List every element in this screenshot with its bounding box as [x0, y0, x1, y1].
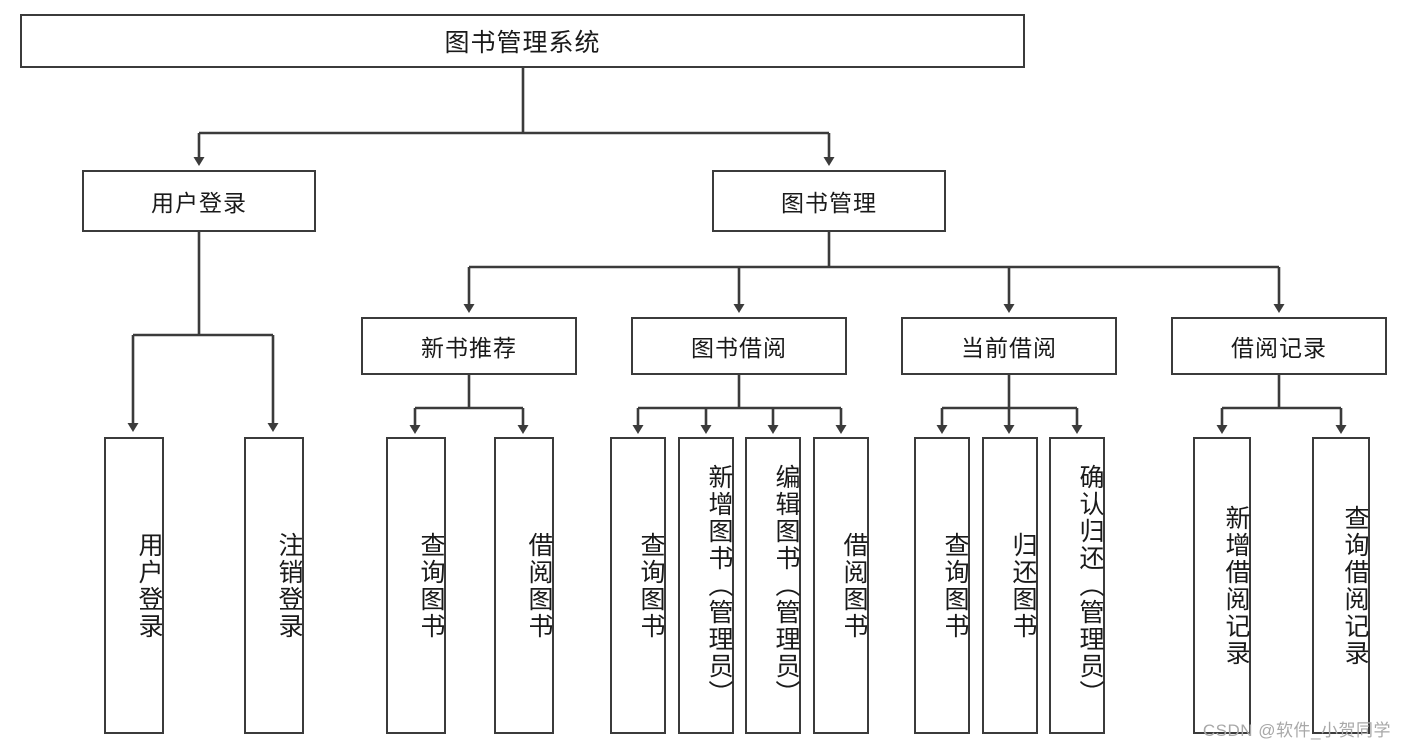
node-current-borrow[interactable]: 当前借阅 — [901, 317, 1117, 375]
leaf-label: 查询借阅记录 — [1341, 504, 1369, 667]
node-borrow-record[interactable]: 借阅记录 — [1171, 317, 1387, 375]
leaf-book-borrow-add-book-admin[interactable]: 新增图书（管理员） — [678, 437, 734, 734]
leaf-label: 查询图书 — [417, 531, 445, 640]
leaf-label: 借阅图书 — [525, 531, 553, 640]
node-book-management[interactable]: 图书管理 — [712, 170, 946, 232]
leaf-label: 确认归还（管理员） — [1076, 464, 1104, 707]
watermark-text: CSDN @软件_小贺同学 — [1202, 721, 1391, 740]
leaf-book-borrow-borrow-book[interactable]: 借阅图书 — [813, 437, 869, 734]
node-root-book-management-system[interactable]: 图书管理系统 — [20, 14, 1025, 68]
node-user-login[interactable]: 用户登录 — [82, 170, 316, 232]
leaf-book-borrow-query-book[interactable]: 查询图书 — [610, 437, 666, 734]
leaf-user-login-logout[interactable]: 注销登录 — [244, 437, 304, 734]
leaf-label: 借阅图书 — [840, 531, 868, 640]
leaf-label: 查询图书 — [637, 531, 665, 640]
leaf-label: 用户登录 — [135, 531, 163, 640]
leaf-current-borrow-return-book[interactable]: 归还图书 — [982, 437, 1038, 734]
node-new-book-recommend[interactable]: 新书推荐 — [361, 317, 577, 375]
leaf-borrow-record-query-record[interactable]: 查询借阅记录 — [1312, 437, 1370, 734]
leaf-new-book-borrow-book[interactable]: 借阅图书 — [494, 437, 554, 734]
leaf-user-login-login[interactable]: 用户登录 — [104, 437, 164, 734]
leaf-book-borrow-edit-book-admin[interactable]: 编辑图书（管理员） — [745, 437, 801, 734]
leaf-label: 归还图书 — [1009, 531, 1037, 640]
leaf-current-borrow-confirm-return-admin[interactable]: 确认归还（管理员） — [1049, 437, 1105, 734]
node-book-borrow[interactable]: 图书借阅 — [631, 317, 847, 375]
leaf-label: 查询图书 — [941, 531, 969, 640]
leaf-label: 编辑图书（管理员） — [772, 464, 800, 707]
leaf-new-book-query-book[interactable]: 查询图书 — [386, 437, 446, 734]
leaf-current-borrow-query-book[interactable]: 查询图书 — [914, 437, 970, 734]
leaf-label: 新增借阅记录 — [1222, 504, 1250, 667]
leaf-label: 新增图书（管理员） — [705, 464, 733, 707]
leaf-label: 注销登录 — [275, 531, 303, 640]
leaf-borrow-record-add-record[interactable]: 新增借阅记录 — [1193, 437, 1251, 734]
